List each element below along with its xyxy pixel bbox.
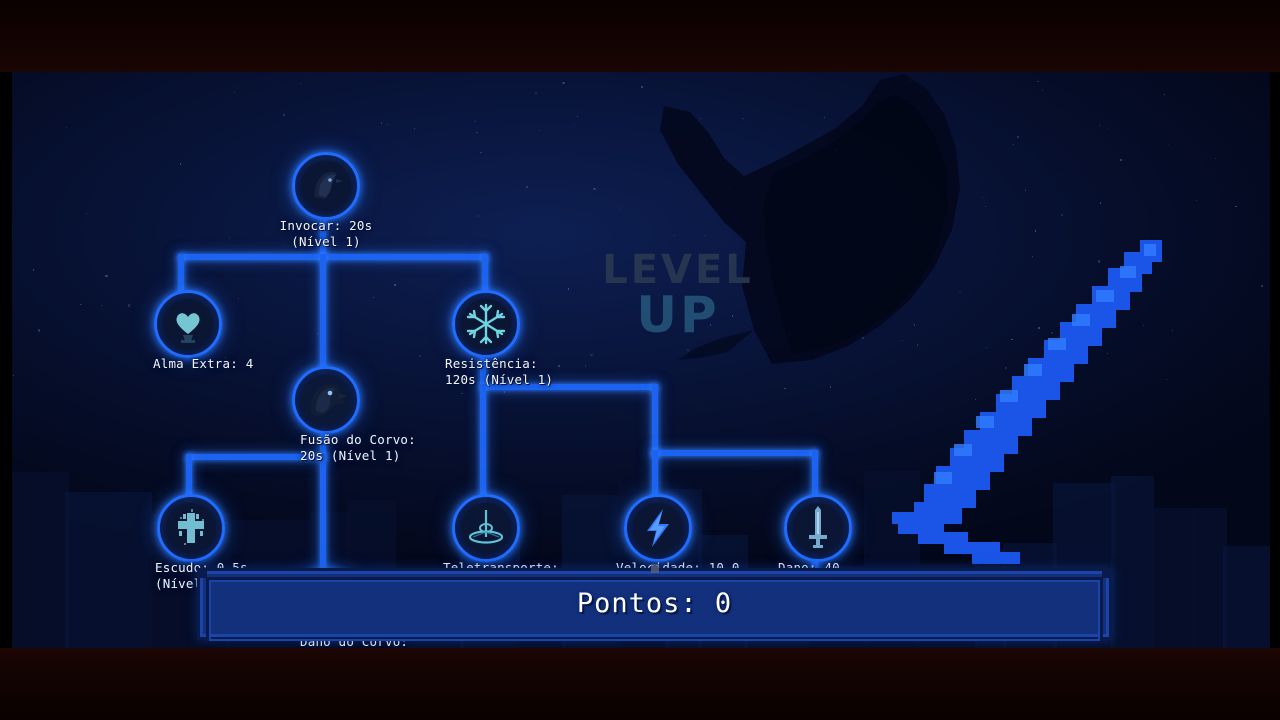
panel-corner-top-left xyxy=(197,568,207,578)
portal-icon xyxy=(452,494,520,562)
link-fusao-down xyxy=(320,428,326,460)
skill-node-dano[interactable]: Dano: 40 (Nível 6) xyxy=(778,494,852,591)
skill-label-resistencia: Resistência: 120s (Nível 1) xyxy=(445,356,554,387)
lightning-bolt-icon xyxy=(624,494,692,562)
building-silhouette xyxy=(1222,546,1270,648)
building-silhouette xyxy=(65,492,152,648)
building-silhouette xyxy=(1192,507,1227,648)
link-resistencia-down xyxy=(480,354,486,386)
building-silhouette xyxy=(1111,476,1155,648)
points-panel: Pontos: 0 xyxy=(197,564,1112,641)
skill-node-invocar[interactable]: Invocar: 20s (Nível 1) xyxy=(280,152,372,249)
sword-icon xyxy=(784,494,852,562)
link-resistencia-bus xyxy=(480,384,658,390)
link-fusao-left-bus xyxy=(186,454,326,460)
link-tier1-bus xyxy=(178,254,488,260)
skill-label-invocar: Invocar: 20s (Nível 1) xyxy=(279,218,373,249)
shield-cross-icon xyxy=(157,494,225,562)
snowflake-icon xyxy=(452,290,520,358)
letterbox-right xyxy=(1270,72,1280,648)
crow-summon-icon xyxy=(292,152,360,220)
link-to-dano xyxy=(812,450,818,502)
skill-label-alma-extra: Alma Extra: 4 xyxy=(153,356,254,371)
skill-node-teletransporte[interactable]: Teletransporte: 7,0 (Nível 1) xyxy=(443,494,559,591)
link-velocidade-riser xyxy=(652,384,658,456)
crow-fusion-icon xyxy=(292,366,360,434)
skill-node-velocidade[interactable]: Velocidade: 10,0 (Nível 1) xyxy=(616,494,739,591)
link-to-resistencia xyxy=(482,254,488,296)
heart-icon xyxy=(154,290,222,358)
skill-label-fusao-do-corvo: Fusão do Corvo: 20s (Nível 1) xyxy=(300,432,416,463)
skill-node-resistencia[interactable]: Resistência: 120s (Nível 1) xyxy=(445,290,553,387)
skill-node-escudo[interactable]: Escudo: 0,5s (Nível 1) xyxy=(155,494,248,591)
skill-tree: Invocar: 20s (Nível 1) Alma Extra: 4 xyxy=(12,72,1270,648)
building-silhouette xyxy=(12,472,70,648)
link-to-teletransporte xyxy=(480,384,486,502)
letterbox-top xyxy=(0,0,1280,72)
link-velocidade-bus xyxy=(652,450,818,456)
letterbox-bottom xyxy=(0,648,1280,720)
building-silhouette xyxy=(1150,508,1197,648)
panel-top-nub xyxy=(650,564,659,573)
link-to-fusao xyxy=(320,254,326,374)
crow-silhouette xyxy=(604,72,1024,402)
skill-node-fusao-do-corvo[interactable]: Fusão do Corvo: 20s (Nível 1) xyxy=(292,366,416,463)
link-invocar-down xyxy=(320,214,326,258)
panel-corner-top-right xyxy=(1102,568,1112,578)
link-to-escudo xyxy=(186,454,192,502)
link-to-dano-do-corvo xyxy=(320,454,326,572)
link-to-alma-extra xyxy=(178,254,184,296)
game-viewport: LEVEL UP xyxy=(12,72,1270,648)
letterbox-left xyxy=(0,72,12,648)
points-value: Pontos: 0 xyxy=(576,588,733,619)
skill-node-alma-extra[interactable]: Alma Extra: 4 xyxy=(153,290,253,371)
link-to-velocidade xyxy=(652,450,658,502)
